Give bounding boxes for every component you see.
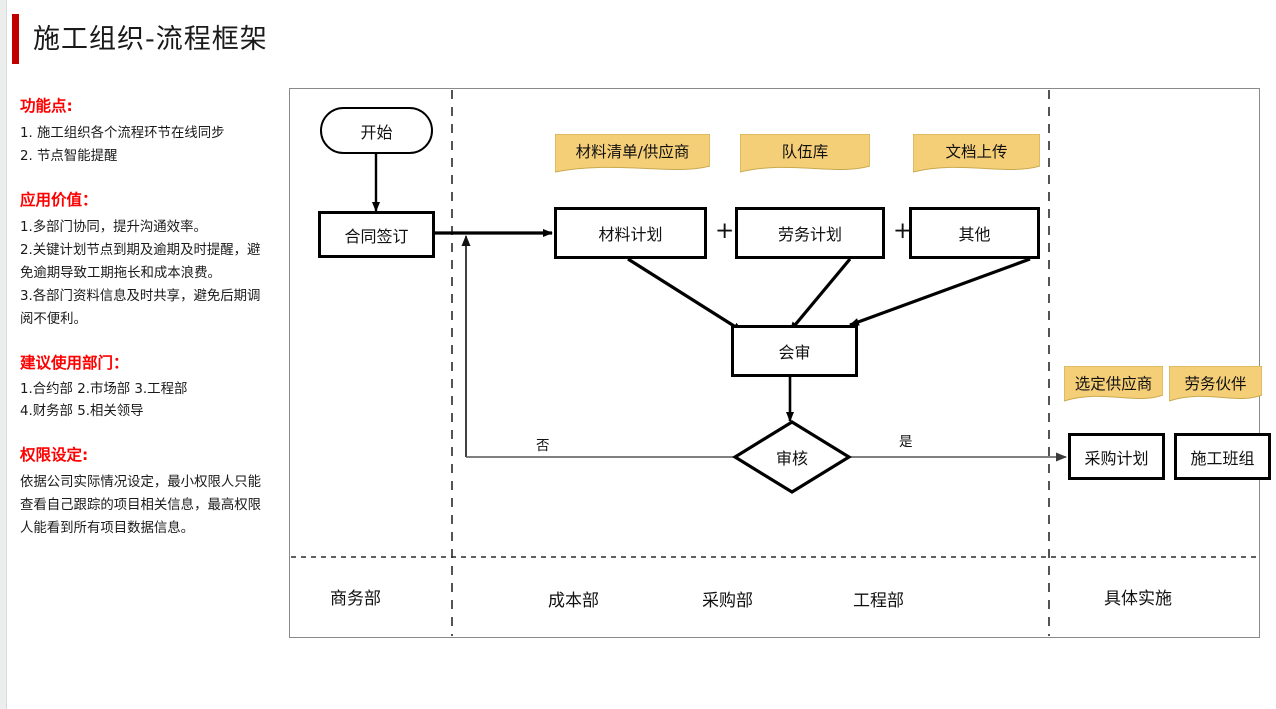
- torn-note-shape: [913, 134, 1040, 173]
- node-contract-signing[interactable]: 合同签订: [318, 211, 435, 258]
- section-departments-line-2: 4.财务部 5.相关领导: [20, 404, 144, 419]
- node-construction-team[interactable]: 施工班组: [1174, 433, 1271, 480]
- section-value-line-1: 1.多部门协同，提升沟通效率。: [20, 220, 207, 235]
- note-material-list[interactable]: 材料清单/供应商: [555, 134, 710, 177]
- section-value: 应用价值： 1.多部门协同，提升沟通效率。 2.关键计划节点到期及逾期及时提醒，…: [20, 190, 282, 331]
- note-selected-supplier[interactable]: 选定供应商: [1064, 366, 1163, 406]
- node-approval-decision[interactable]: 审核: [731, 419, 853, 495]
- node-labor-plan[interactable]: 劳务计划: [735, 207, 885, 259]
- section-departments-line-1: 1.合约部 2.市场部 3.工程部: [20, 382, 188, 397]
- torn-note-shape: [740, 134, 870, 173]
- department-label-business: 商务部: [330, 589, 381, 609]
- note-labor-partner-label: 劳务伙伴: [1184, 375, 1247, 393]
- note-material-list-label: 材料清单/供应商: [575, 143, 690, 161]
- note-doc-upload[interactable]: 文档上传: [913, 134, 1040, 177]
- plus-operator-2: +: [893, 218, 913, 244]
- note-selected-supplier-label: 选定供应商: [1074, 375, 1153, 393]
- edge-label-yes: 是: [899, 434, 913, 450]
- node-other[interactable]: 其他: [909, 207, 1040, 259]
- node-approval-label: 审核: [775, 449, 808, 468]
- flowchart-frame: 开始 合同签订 材料计划 + 劳务计划 + 其他 会审 审核 采购计划 施工班组…: [289, 88, 1271, 638]
- node-purchase-plan[interactable]: 采购计划: [1068, 433, 1165, 480]
- diamond-shape: [731, 420, 853, 494]
- note-doc-upload-label: 文档上传: [945, 143, 1008, 161]
- section-value-heading: 应用价值：: [20, 191, 98, 209]
- section-departments-heading: 建议使用部门：: [20, 354, 129, 372]
- section-value-line-2: 2.关键计划节点到期及逾期及时提醒，避: [20, 243, 261, 258]
- left-gutter-divider: [6, 0, 7, 709]
- title-accent-bar: [12, 14, 19, 64]
- section-permissions-line-3: 人能看到所有项目数据信息。: [20, 521, 195, 536]
- section-features: 功能点: 1. 施工组织各个流程环节在线同步 2. 节点智能提醒: [20, 96, 282, 168]
- section-permissions: 权限设定: 依据公司实际情况设定，最小权限人只能 查看自己跟踪的项目相关信息，最…: [20, 445, 282, 540]
- torn-note-shape: [555, 134, 710, 173]
- department-label-procurement: 采购部: [702, 591, 753, 611]
- sidebar-text-column: 功能点: 1. 施工组织各个流程环节在线同步 2. 节点智能提醒 应用价值： 1…: [20, 96, 282, 562]
- section-features-line-2: 2. 节点智能提醒: [20, 149, 118, 164]
- note-team-library-label: 队伍库: [781, 143, 829, 161]
- section-permissions-line-2: 查看自己跟踪的项目相关信息，最高权限: [20, 498, 262, 513]
- page-title: 施工组织-流程框架: [33, 24, 268, 55]
- section-permissions-line-1: 依据公司实际情况设定，最小权限人只能: [20, 475, 262, 490]
- section-departments: 建议使用部门： 1.合约部 2.市场部 3.工程部 4.财务部 5.相关领导: [20, 353, 282, 423]
- section-features-heading: 功能点:: [20, 97, 73, 115]
- node-start[interactable]: 开始: [320, 107, 433, 154]
- section-value-line-5: 阅不便利。: [20, 312, 87, 327]
- note-labor-partner[interactable]: 劳务伙伴: [1169, 366, 1262, 406]
- edge-label-no: 否: [536, 438, 550, 454]
- department-label-engineering: 工程部: [853, 591, 904, 611]
- department-label-implementation: 具体实施: [1104, 589, 1172, 609]
- section-permissions-heading: 权限设定:: [20, 446, 89, 464]
- section-features-line-1: 1. 施工组织各个流程环节在线同步: [20, 126, 225, 141]
- node-material-plan[interactable]: 材料计划: [554, 207, 707, 259]
- plus-operator-1: +: [715, 218, 735, 244]
- section-value-line-4: 3.各部门资料信息及时共享，避免后期调: [20, 289, 261, 304]
- torn-note-shape: [1064, 366, 1163, 402]
- note-team-library[interactable]: 队伍库: [740, 134, 870, 177]
- node-joint-review[interactable]: 会审: [731, 325, 858, 377]
- section-value-line-3: 免逾期导致工期拖长和成本浪费。: [20, 266, 221, 281]
- department-label-cost: 成本部: [548, 591, 599, 611]
- left-gutter-strip: [0, 0, 6, 709]
- torn-note-shape: [1169, 366, 1262, 402]
